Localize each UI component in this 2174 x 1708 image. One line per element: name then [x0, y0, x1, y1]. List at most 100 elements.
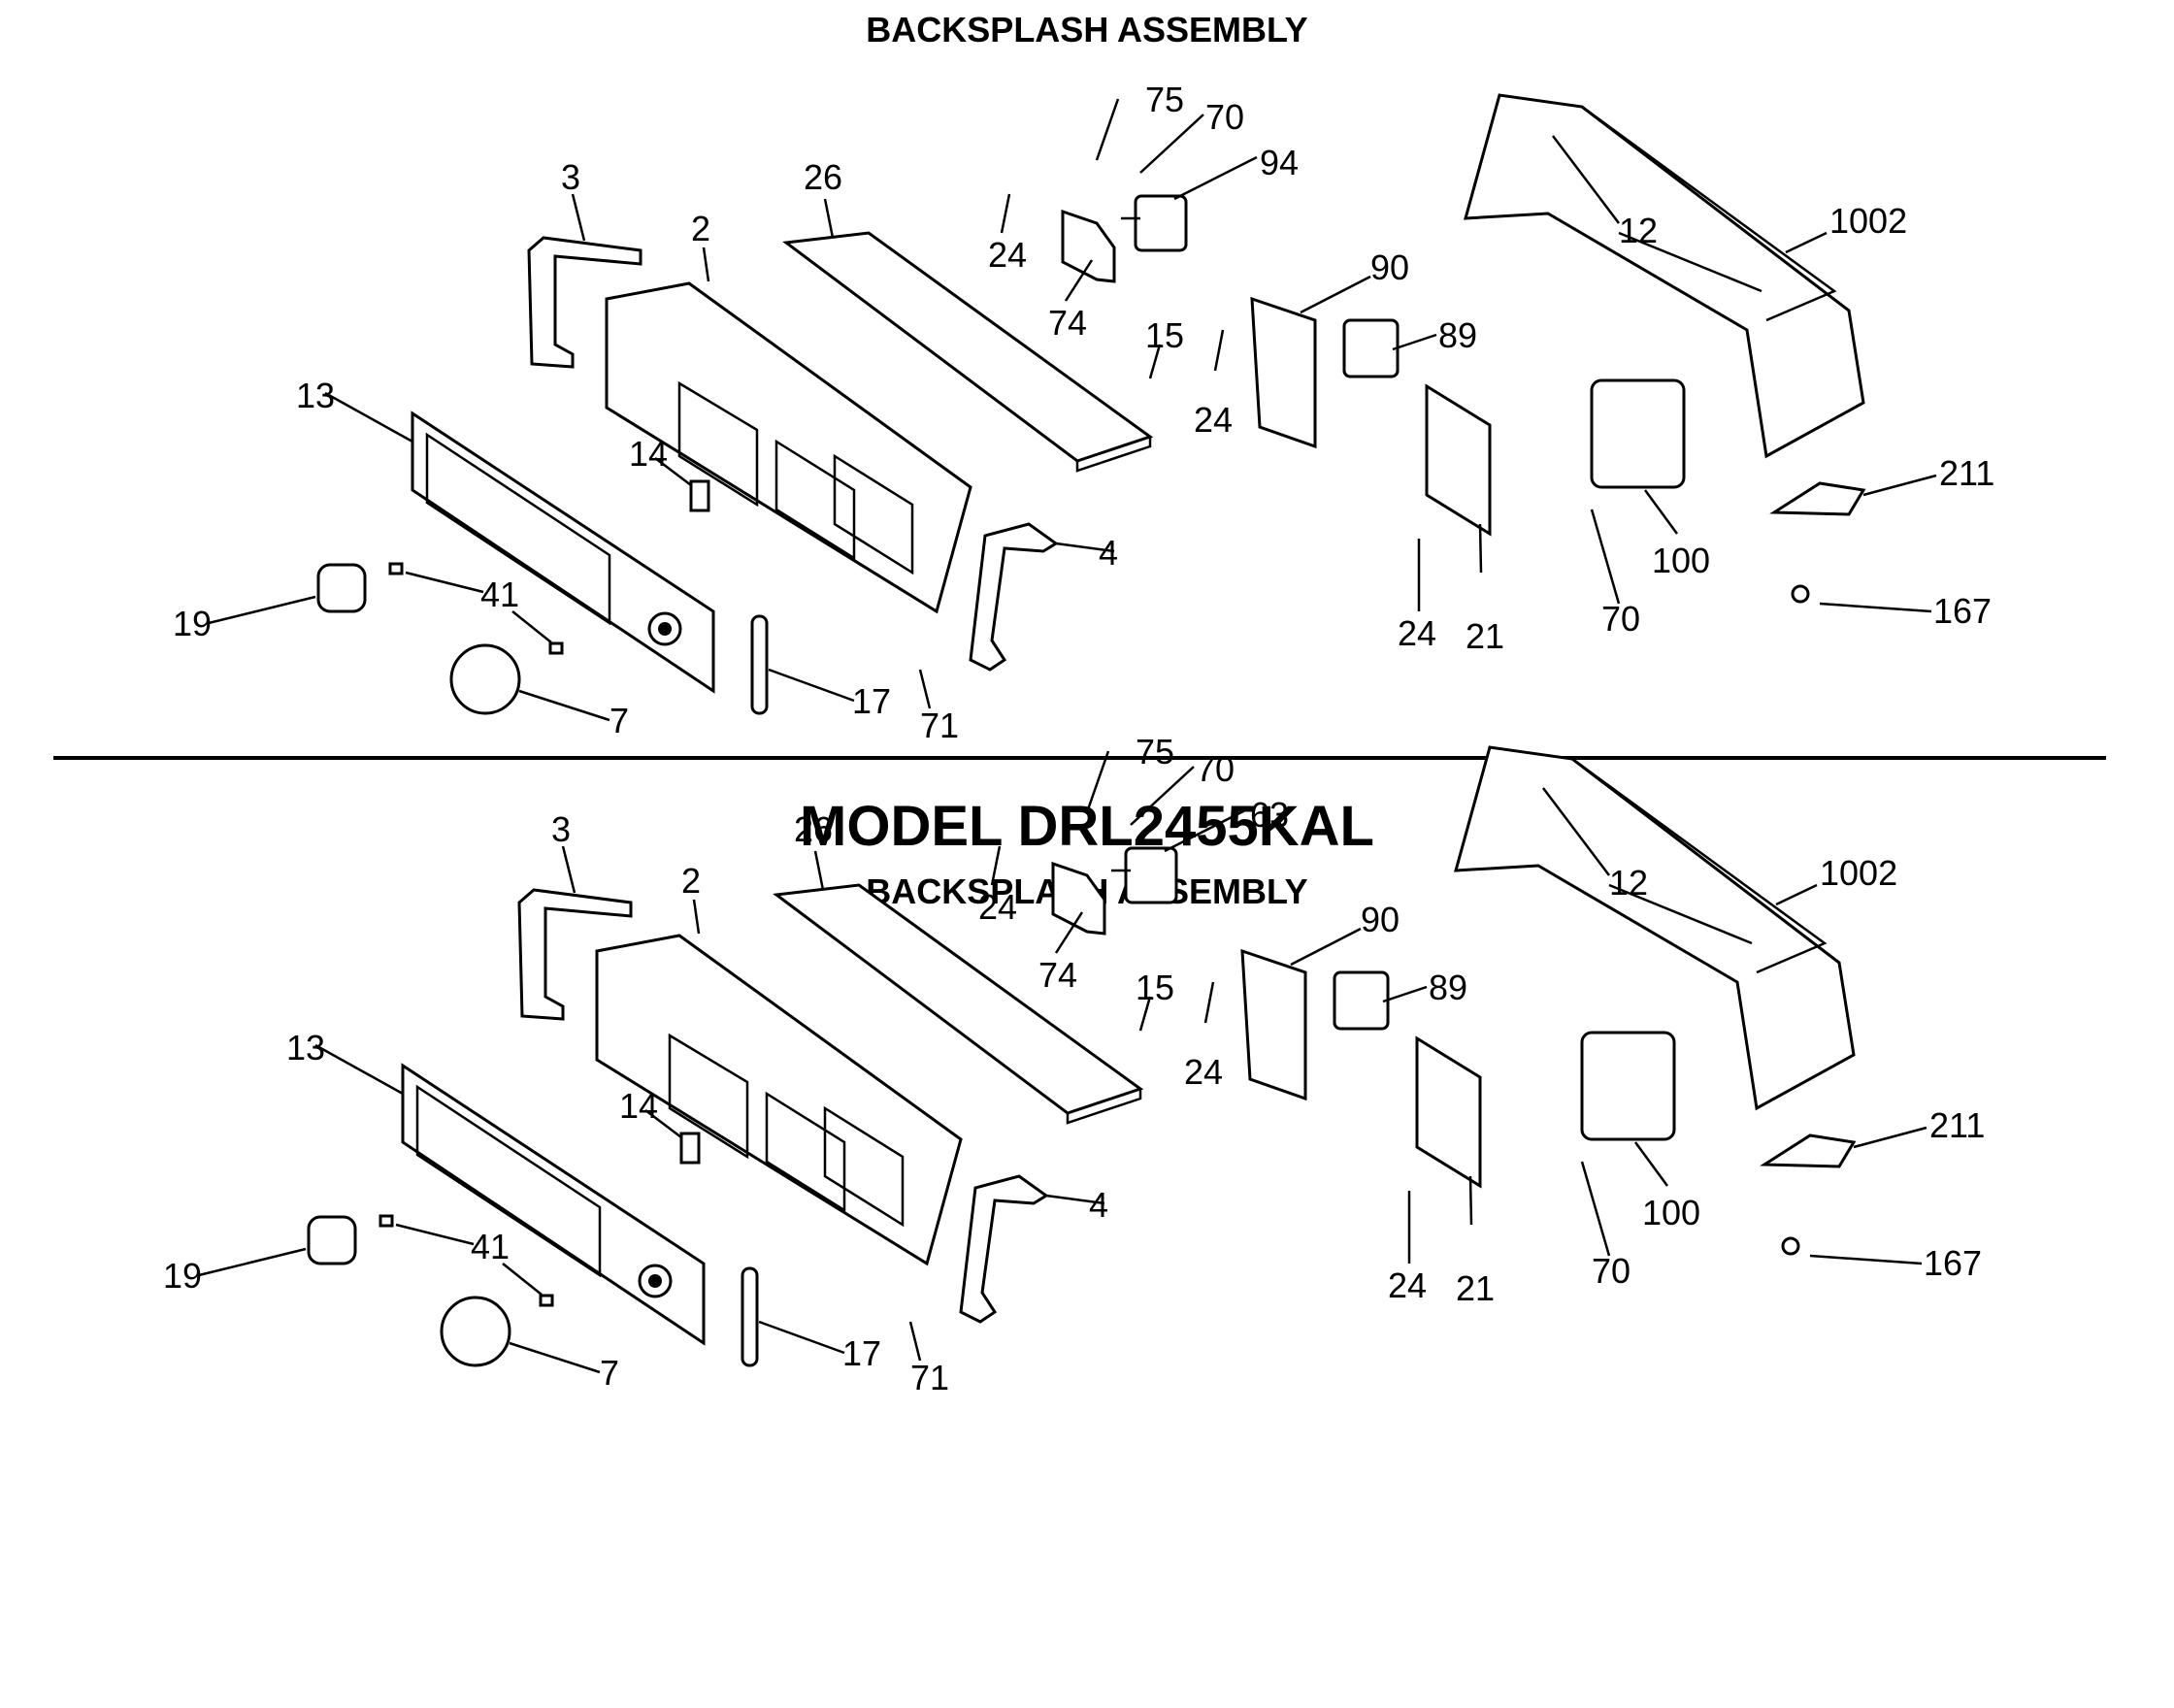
leader-lines-bottom [198, 750, 1927, 1374]
part-26-graphic [773, 883, 1144, 1125]
callout-24c: 24 [1398, 613, 1436, 653]
callout-24: 24 [978, 887, 1017, 927]
exploded-view-top: 75 70 94 24 74 26 3 2 15 24 90 89 12 100… [173, 80, 1994, 745]
callout-15: 15 [1136, 968, 1174, 1007]
callout-70b: 70 [1601, 599, 1640, 639]
callout-3: 3 [561, 157, 580, 197]
part-19-graphic [307, 1215, 357, 1265]
callout-21: 21 [1456, 1268, 1495, 1308]
callout-24c: 24 [1388, 1265, 1427, 1305]
callout-24b: 24 [1194, 400, 1233, 440]
callout-74: 74 [1038, 955, 1077, 995]
callout-2: 2 [681, 861, 701, 901]
part-21-graphic [1425, 383, 1492, 537]
callout-19: 19 [163, 1256, 202, 1296]
part-74-graphic [1061, 209, 1116, 283]
part-41a-graphic [379, 1214, 394, 1228]
part-21-graphic [1415, 1035, 1482, 1189]
model-title: MODEL DRL2455KAL [800, 795, 1374, 858]
callout-90: 90 [1370, 247, 1409, 287]
part-4-graphic [969, 522, 1059, 672]
callout-17: 17 [852, 681, 891, 721]
part-74-graphic [1051, 861, 1106, 936]
callout-70: 70 [1205, 97, 1244, 137]
part-26-graphic [782, 231, 1154, 473]
callout-14: 14 [629, 434, 668, 474]
callout-71: 71 [910, 1358, 949, 1397]
callout-167: 167 [1933, 591, 1992, 631]
callout-70: 70 [1196, 749, 1235, 789]
part-13-graphic [401, 1063, 706, 1346]
callout-75: 75 [1136, 732, 1174, 772]
callout-12: 12 [1609, 863, 1648, 903]
callout-70b: 70 [1592, 1251, 1630, 1291]
part-211-graphic [1769, 481, 1866, 516]
callout-19: 19 [173, 604, 212, 643]
part-17-graphic [750, 614, 769, 715]
callout-24: 24 [988, 235, 1027, 275]
callout-100: 100 [1652, 541, 1710, 580]
part-14-graphic [689, 479, 710, 512]
part-41b-graphic [539, 1294, 554, 1307]
callout-17: 17 [842, 1333, 881, 1373]
callout-75: 75 [1145, 80, 1184, 119]
part-7-graphic [440, 1296, 511, 1367]
part-89-graphic [1342, 318, 1400, 378]
part-63-graphic [1111, 846, 1178, 904]
callout-41: 41 [471, 1227, 510, 1266]
part-100-graphic [1580, 1031, 1676, 1141]
part-2-graphic [595, 934, 963, 1266]
callout-4: 4 [1099, 533, 1118, 573]
part-1002-graphic [1453, 745, 1856, 1111]
callout-89: 89 [1429, 968, 1467, 1007]
callout-3: 3 [551, 809, 571, 849]
callout-7: 7 [600, 1353, 619, 1393]
callout-211: 211 [1929, 1105, 1985, 1145]
callout-211: 211 [1939, 453, 1994, 493]
callout-13: 13 [296, 376, 335, 415]
callout-1002: 1002 [1820, 853, 1897, 893]
callout-74: 74 [1048, 303, 1087, 343]
callout-89: 89 [1438, 315, 1477, 355]
exploded-view-bottom: 75 70 63 24 74 26 3 2 15 24 90 89 12 100… [163, 732, 1985, 1397]
callout-71: 71 [920, 706, 959, 745]
callout-100: 100 [1642, 1193, 1700, 1232]
part-41b-graphic [548, 641, 564, 655]
top-section-title: BACKSPLASH ASSEMBLY [866, 10, 1308, 49]
callout-labels-top: 75 70 94 24 74 26 3 2 15 24 90 89 12 100… [173, 80, 1994, 745]
part-100-graphic [1590, 378, 1686, 489]
part-14-graphic [679, 1132, 701, 1165]
callout-26: 26 [794, 809, 833, 849]
callout-14: 14 [619, 1086, 658, 1126]
part-41a-graphic [388, 562, 404, 575]
leader-lines-top [208, 98, 1937, 722]
callout-4: 4 [1089, 1185, 1108, 1225]
part-3-graphic [527, 236, 642, 369]
callout-15: 15 [1145, 315, 1184, 355]
part-94-graphic [1121, 194, 1188, 252]
part-167-graphic [1781, 1236, 1800, 1256]
callout-90: 90 [1361, 900, 1400, 939]
part-13-graphic [411, 411, 715, 694]
callout-24b: 24 [1184, 1052, 1223, 1092]
part-19-graphic [316, 563, 367, 613]
part-167-graphic [1791, 584, 1810, 604]
part-4-graphic [959, 1174, 1049, 1324]
callout-7: 7 [609, 701, 629, 740]
part-2-graphic [605, 281, 972, 614]
callout-41: 41 [480, 575, 519, 614]
part-90-graphic [1240, 948, 1307, 1101]
part-17-graphic [741, 1266, 759, 1367]
part-7-graphic [449, 643, 521, 715]
callout-labels-bottom: 75 70 63 24 74 26 3 2 15 24 90 89 12 100… [163, 732, 1985, 1397]
callout-13: 13 [286, 1028, 325, 1068]
part-1002-graphic [1463, 93, 1865, 459]
callout-94: 94 [1260, 143, 1299, 182]
part-3-graphic [517, 888, 633, 1021]
callout-26: 26 [804, 157, 842, 197]
part-211-graphic [1760, 1133, 1857, 1168]
callout-2: 2 [691, 209, 710, 248]
part-90-graphic [1250, 296, 1317, 449]
callout-1002: 1002 [1829, 201, 1907, 241]
